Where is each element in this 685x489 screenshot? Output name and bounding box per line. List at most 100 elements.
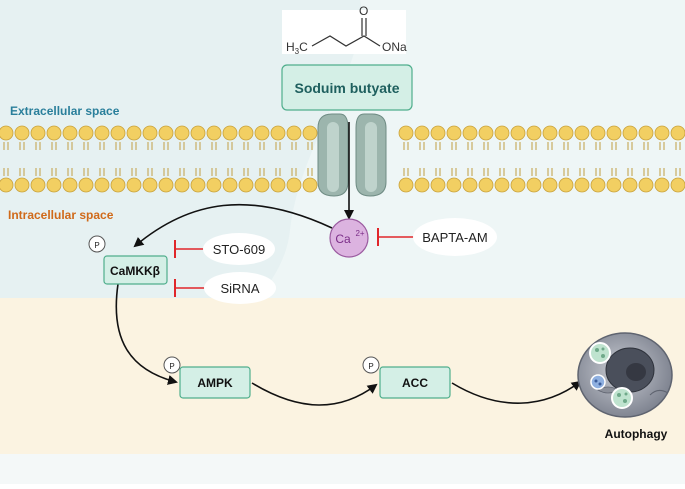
lipid-head (430, 177, 446, 193)
lower-margin (0, 454, 685, 484)
acc-phospho-badge: P (362, 356, 380, 374)
lipid-head (302, 125, 318, 141)
lipid-head (558, 125, 574, 141)
autophagosome-2 (611, 387, 633, 409)
lipid-head (0, 125, 14, 141)
carboxyl-oxygen-label: O (359, 4, 368, 18)
lipid-head (430, 125, 446, 141)
camkk-phospho-label: P (94, 241, 99, 250)
lipid-head (526, 177, 542, 193)
lipid-head (110, 177, 126, 193)
sodium-butyrate-label: Soduim butyate (294, 80, 399, 96)
lipid-head (446, 177, 462, 193)
cytoplasm-region (0, 298, 685, 454)
camkk-to-ampk-arrow (115, 283, 178, 385)
lipid-head (270, 125, 286, 141)
lipid-head (494, 125, 510, 141)
camkk-node: CaMKKβ (103, 255, 168, 285)
ampk-label: AMPK (197, 376, 233, 390)
lipid-head (142, 125, 158, 141)
lipid-head (606, 177, 622, 193)
lipid-head (46, 125, 62, 141)
ampk-to-acc-arrow (251, 382, 378, 406)
lipid-head (638, 125, 654, 141)
lipid-head (254, 177, 270, 193)
lipid-head (654, 125, 670, 141)
lipid-head (414, 125, 430, 141)
lipid-head (462, 125, 478, 141)
lipid-head (78, 177, 94, 193)
ampk-phospho-badge: P (163, 356, 181, 374)
camkk-label: CaMKKβ (110, 264, 160, 278)
lipid-head (158, 125, 174, 141)
lipid-head (14, 125, 30, 141)
lipid-head (574, 177, 590, 193)
bapta-node: BAPTA-AM (413, 218, 497, 256)
lipid-head (286, 177, 302, 193)
lipid-head (590, 125, 606, 141)
lipid-head (558, 177, 574, 193)
lipid-head (270, 177, 286, 193)
lipid-head (174, 125, 190, 141)
sirna-inhibition (174, 279, 205, 297)
lipid-head (494, 177, 510, 193)
membrane-lower-leaflet (0, 177, 685, 193)
lipid-head (670, 125, 685, 141)
lipid-head (46, 177, 62, 193)
membrane-upper-leaflet (0, 125, 685, 141)
sodium-oxide-label: ONa (382, 40, 407, 54)
lipid-head (526, 125, 542, 141)
lipid-head (126, 125, 142, 141)
lipid-head (190, 125, 206, 141)
calcium-node: Ca 2+ (329, 218, 369, 258)
lipid-head (414, 177, 430, 193)
sodium-butyrate-node: Soduim butyate (281, 64, 413, 111)
lipid-head (478, 125, 494, 141)
calcium-to-camkk-arrow (133, 203, 333, 248)
lipid-head (238, 177, 254, 193)
lipid-head (622, 177, 638, 193)
extracellular-label: Extracellular space (10, 104, 120, 118)
lipid-head (206, 177, 222, 193)
calcium-charge-label: 2+ (355, 229, 364, 238)
intracellular-label: Intracellular space (8, 208, 114, 222)
lipid-head (222, 177, 238, 193)
lipid-head (622, 125, 638, 141)
lipid-head (510, 177, 526, 193)
autophagy-label: Autophagy (605, 427, 668, 441)
methyl-label: H3C (286, 40, 308, 56)
lipid-head (238, 125, 254, 141)
lipid-head (126, 177, 142, 193)
lipid-head (606, 125, 622, 141)
lipid-head (446, 125, 462, 141)
calcium-label: Ca (335, 232, 351, 246)
acc-label: ACC (402, 376, 428, 390)
lipid-head (0, 177, 14, 193)
bapta-label: BAPTA-AM (422, 230, 488, 245)
sirna-node: SiRNA (204, 272, 276, 304)
lipid-head (14, 177, 30, 193)
ampk-node: AMPK (179, 366, 251, 399)
lipid-head (30, 177, 46, 193)
membrane-tails (3, 142, 681, 176)
lipid-head (142, 177, 158, 193)
lipid-head (94, 125, 110, 141)
lipid-head (638, 177, 654, 193)
sto609-node: STO-609 (203, 233, 275, 265)
lipid-head (62, 125, 78, 141)
ampk-phospho-label: P (169, 362, 174, 371)
lipid-head (670, 177, 685, 193)
lipid-head (398, 177, 414, 193)
lipid-head (110, 125, 126, 141)
lipid-head (190, 177, 206, 193)
lysosome (590, 374, 606, 390)
sirna-label: SiRNA (220, 281, 259, 296)
autophagosome-1 (589, 342, 611, 364)
sto609-inhibition (174, 240, 205, 258)
butyrate-structure: O H3C ONa (282, 4, 407, 56)
lipid-head (398, 125, 414, 141)
lipid-head (542, 177, 558, 193)
bapta-inhibition (377, 228, 416, 246)
